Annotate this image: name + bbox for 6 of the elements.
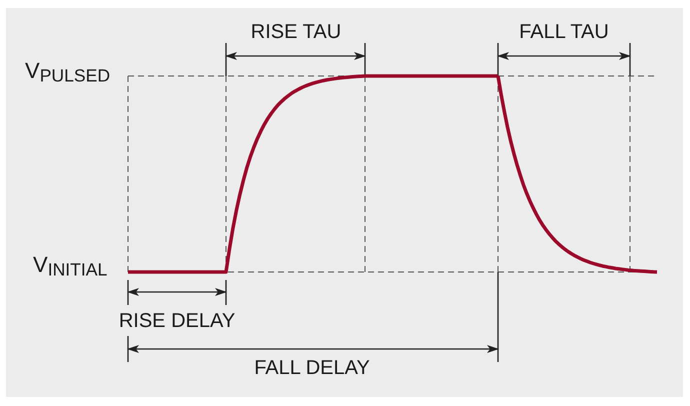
voltage-label: V$_{PULSED}$ [25, 60, 110, 86]
voltage-label: V$_{INITIAL}$ [33, 254, 108, 280]
dimension-label: FALL DELAY [254, 358, 370, 378]
dimension-label: RISE TAU [250, 22, 342, 42]
dimension-label: RISE DELAY [118, 311, 236, 331]
dimension-label: FALL TAU [519, 22, 609, 42]
